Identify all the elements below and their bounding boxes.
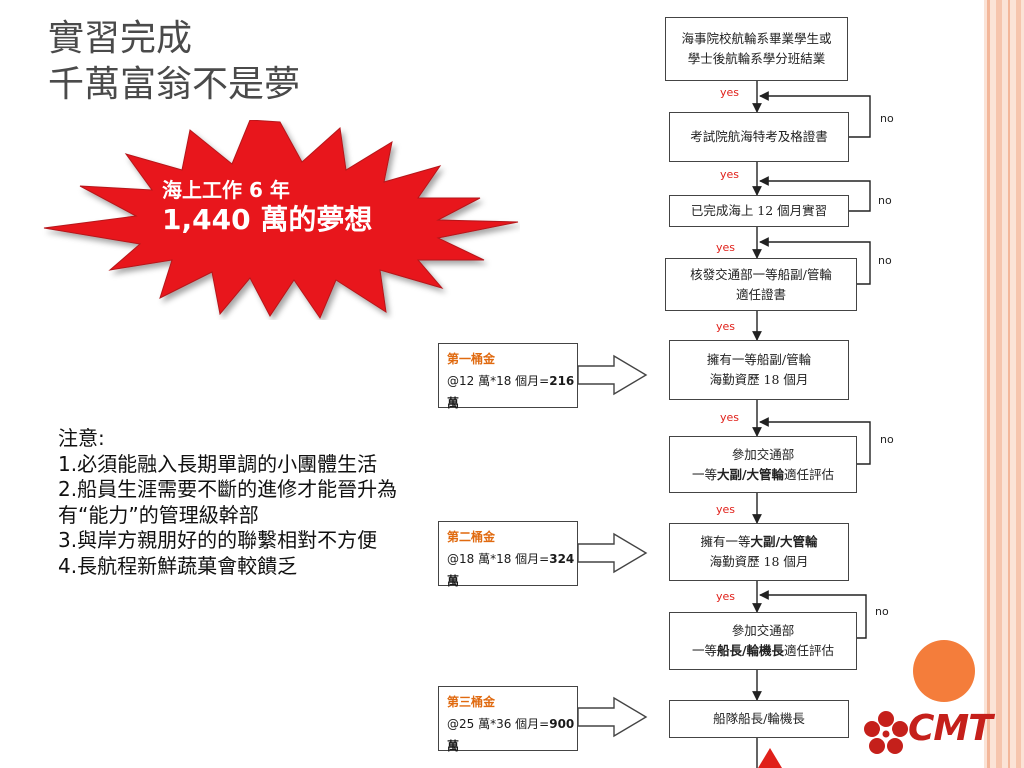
flow-step-text: 參加交通部 [731,446,795,462]
yes-label: yes [720,168,740,181]
flow-step-third-officer-service: 擁有一等船副/管輪 海勤資歷 18 個月 [669,340,849,400]
starburst-text: 海上工作 6 年 1,440 萬的夢想 [162,177,372,237]
flow-step-graduate: 海事院校航輪系畢業學生或 學士後航輪系學分班結業 [665,17,848,81]
flow-step-internship: 已完成海上 12 個月實習 [669,195,849,227]
bucket-total: 324 萬 [447,552,575,588]
yes-label: yes [716,320,736,333]
no-label: no [880,112,894,125]
notes-list: 注意: 1.必須能融入長期單調的小團體生活 2.船員生涯需要不斷的進修才能晉升為… [58,426,398,579]
bucket-box-second: 第二桶金 @18 萬*18 個月=324 萬 [438,521,578,588]
bucket-calc: @18 萬*18 個月=324 萬 [447,548,577,592]
flow-step-text: 已完成海上 12 個月實習 [690,203,828,218]
flow-step-text: 一等大副/大管輪適任評估 [670,465,856,485]
flow-step-captain: 船隊船長/輪機長 [669,700,849,738]
starburst-line-1: 海上工作 6 年 [162,178,290,202]
flow-step-text-part: 擁有一等 [700,534,751,549]
no-label: no [875,605,889,618]
flow-step-text: 適任證書 [735,286,786,302]
bucket-total: 900 萬 [447,717,575,753]
bucket-calc: @25 萬*36 個月=900 萬 [447,713,577,757]
flow-step-chief-officer-assessment: 參加交通部 一等大副/大管輪適任評估 [669,436,857,493]
cmt-logo-icon [864,711,908,754]
yes-label: yes [720,86,740,99]
flow-step-text-bold: 大副/大管輪 [750,534,818,549]
cmt-logo-text: CMT [908,708,993,749]
flow-step-text-part: 適任評估 [784,466,835,482]
bucket-calc-text: @12 萬*18 個月= [447,374,550,388]
yes-label: yes [716,590,736,603]
bucket-calc-text: @18 萬*18 個月= [447,552,550,566]
flow-step-text: 擁有一等大副/大管輪 [670,532,848,552]
yes-label: yes [716,241,736,254]
note-item: 4.長航程新鮮蔬菓會較饋乏 [58,553,298,578]
flow-step-text-part: 一等 [691,466,717,482]
bucket-calc-text: @25 萬*36 個月= [447,717,550,731]
decorative-circle [913,640,975,702]
flow-step-text: 擁有一等船副/管輪 [706,352,812,367]
starburst-shape [43,120,519,320]
slide-title: 實習完成 千萬富翁不是夢 [48,16,300,108]
bucket-name: 第三桶金 [447,695,496,709]
flow-step-text: 海事院校航輪系畢業學生或 [681,31,832,46]
note-item: 3.與岸方親朋好的的聯繫相對不方便 [58,528,378,552]
bucket-total: 216 萬 [447,374,575,410]
flow-step-captain-assessment: 參加交通部 一等船長/輪機長適任評估 [669,612,857,670]
bucket-box-first: 第一桶金 @12 萬*18 個月=216 萬 [438,343,578,410]
flow-step-text-bold: 大副/大管輪 [716,466,785,482]
bucket-name: 第一桶金 [447,352,496,366]
flow-step-text: 一等船長/輪機長適任評估 [670,641,856,661]
no-label: no [878,194,892,207]
flow-step-text-part: 一等 [691,643,717,658]
yes-label: yes [716,503,736,516]
note-item: 1.必須能融入長期單調的小團體生活 [58,451,378,476]
notes-heading: 注意: [58,426,105,450]
title-line-2: 千萬富翁不是夢 [48,64,301,105]
flow-step-text: 學士後航輪系學分班結業 [687,51,826,66]
note-item: 2.船員生涯需要不斷的進修才能晉升為有“能力”的管理級幹部 [58,477,398,527]
decorative-stripes [984,0,1024,768]
flow-step-text: 海勤資歷 18 個月 [709,554,809,569]
flow-step-text: 核發交通部一等船副/管輪 [690,266,832,282]
no-label: no [878,254,892,267]
no-label: no [880,433,894,446]
flow-step-text: 參加交通部 [731,623,795,638]
flow-step-text: 考試院航海特考及格證書 [690,129,828,144]
flow-step-text: 船隊船長/輪機長 [713,711,805,726]
bucket-box-third: 第三桶金 @25 萬*36 個月=900 萬 [438,686,578,753]
flow-step-text-part: 適任評估 [784,643,835,658]
bucket-name: 第二桶金 [447,530,496,544]
flow-step-exam-certificate: 考試院航海特考及格證書 [669,112,849,162]
title-line-1: 實習完成 [48,18,193,59]
flow-step-text-bold: 船長/輪機長 [716,643,785,658]
flow-step-chief-officer-service: 擁有一等大副/大管輪 海勤資歷 18 個月 [669,523,849,581]
starburst-line-2: 1,440 萬的夢想 [162,203,373,236]
flow-step-third-officer-license: 核發交通部一等船副/管輪 適任證書 [665,258,857,311]
bucket-calc: @12 萬*18 個月=216 萬 [447,370,577,414]
flow-step-text: 海勤資歷 18 個月 [709,372,809,387]
yes-label: yes [720,411,740,424]
